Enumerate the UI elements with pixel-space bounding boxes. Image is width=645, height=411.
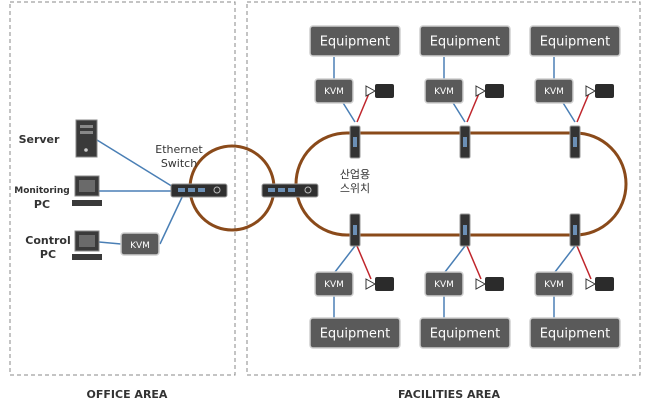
ethernet-switch-label-2: Switch: [161, 157, 197, 170]
top-kvm-box-1-label: KVM: [324, 87, 344, 97]
top-industrial-switch-2: [459, 125, 471, 159]
top-kvm-box-3-label: KVM: [544, 87, 564, 97]
monitoring-pc-label-1: Monitoring: [14, 186, 70, 196]
office-kvm-box: KVM: [120, 232, 160, 256]
office-area-border: [9, 1, 236, 376]
bottom-equipment-box-2-label: Equipment: [430, 327, 501, 342]
bottom-kvm-box-3-label: KVM: [544, 280, 564, 290]
bottom-industrial-switch-3: [569, 213, 581, 247]
top-equipment-box-2-label: Equipment: [430, 35, 501, 50]
bottom-kvm-box-3: KVM: [534, 271, 574, 297]
ethernet-switch-label-1: Ethernet: [155, 143, 203, 156]
bottom-camera-icon-3: [585, 277, 614, 291]
industrial-switch-label-1: 산업용: [340, 168, 370, 181]
top-camera-icon-2: [475, 84, 504, 98]
bottom-industrial-switch-2: [459, 213, 471, 247]
top-equipment-box-2: Equipment: [419, 25, 511, 57]
bottom-camera-icon-2: [475, 277, 504, 291]
bottom-equipment-box-2: Equipment: [419, 317, 511, 349]
office-area-label: OFFICE AREA: [87, 388, 168, 401]
facilities-area-border: [246, 1, 641, 376]
bottom-equipment-box-1-label: Equipment: [320, 327, 391, 342]
monitoring-pc-label-2: PC: [34, 198, 50, 211]
top-kvm-box-3: KVM: [534, 78, 574, 104]
monitoring-pc-icon: [72, 175, 102, 206]
server-icon: [75, 119, 98, 158]
bottom-kvm-box-1: KVM: [314, 271, 354, 297]
bottom-kvm-box-2: KVM: [424, 271, 464, 297]
top-equipment-box-3-label: Equipment: [540, 35, 611, 50]
facilities-area-label: FACILITIES AREA: [398, 388, 500, 401]
bottom-kvm-box-1-label: KVM: [324, 280, 344, 290]
industrial-switch-label-2: 스위치: [340, 182, 370, 195]
ethernet-switch-icon: [170, 183, 228, 198]
top-industrial-switch-3: [569, 125, 581, 159]
bottom-kvm-box-2-label: KVM: [434, 280, 454, 290]
office-kvm-label: KVM: [130, 241, 150, 251]
bottom-industrial-switch-1: [349, 213, 361, 247]
top-camera-icon-3: [585, 84, 614, 98]
control-pc-icon: [72, 230, 102, 260]
control-pc-label-1: Control: [25, 234, 70, 247]
top-kvm-box-1: KVM: [314, 78, 354, 104]
top-equipment-box-1-label: Equipment: [320, 35, 391, 50]
server-label: Server: [19, 133, 60, 146]
facility-cells: EquipmentKVMKVMEquipmentEquipmentKVMKVME…: [309, 25, 621, 349]
office-links: [96, 139, 185, 245]
bottom-equipment-box-3: Equipment: [529, 317, 621, 349]
bottom-equipment-box-3-label: Equipment: [540, 327, 611, 342]
facilities-switch-icon: [261, 183, 319, 198]
bottom-camera-icon-1: [365, 277, 394, 291]
top-camera-icon-1: [365, 84, 394, 98]
control-pc-label-2: PC: [40, 248, 56, 261]
top-kvm-box-2: KVM: [424, 78, 464, 104]
bottom-equipment-box-1: Equipment: [309, 317, 401, 349]
top-industrial-switch-1: [349, 125, 361, 159]
top-equipment-box-1: Equipment: [309, 25, 401, 57]
top-kvm-box-2-label: KVM: [434, 87, 454, 97]
top-equipment-box-3: Equipment: [529, 25, 621, 57]
